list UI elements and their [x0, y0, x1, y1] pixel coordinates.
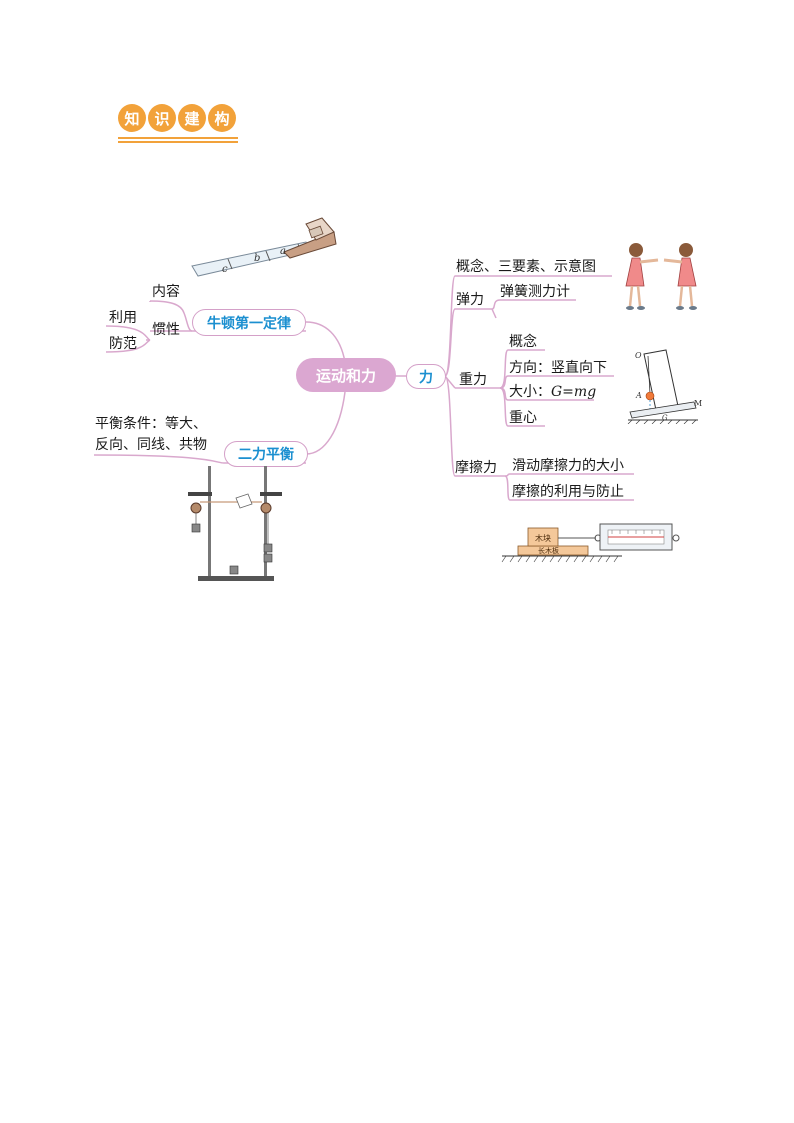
formula-g-mg: G=mg — [551, 384, 597, 400]
pendulum-label-o: O — [635, 351, 642, 360]
label-balance-condition-1: 平衡条件：等大、 — [95, 416, 207, 432]
node-two-force-balance: 二力平衡 — [224, 441, 308, 467]
label-center-of-gravity: 重心 — [509, 410, 537, 426]
gravity-pendulum-figure: O A M G — [627, 349, 702, 424]
header-underline — [118, 141, 238, 143]
section-header: 知 识 建 构 — [116, 104, 238, 146]
label-elastic-force: 弹力 — [456, 292, 484, 308]
label-long-board: 长木板 — [538, 546, 559, 555]
header-char: 识 — [148, 104, 176, 132]
label-concept-elements: 概念、三要素、示意图 — [456, 259, 596, 275]
center-node: 运动和力 — [296, 358, 396, 392]
label-gravity: 重力 — [459, 372, 487, 388]
label-spring-scale: 弹簧测力计 — [500, 284, 570, 300]
header-char: 建 — [178, 104, 206, 132]
node-label: 牛顿第一定律 — [207, 315, 291, 332]
balance-apparatus-figure — [188, 466, 282, 581]
node-newton-first-law: 牛顿第一定律 — [192, 309, 306, 336]
label-friction-magnitude: 滑动摩擦力的大小 — [512, 458, 624, 474]
label-balance-condition-2: 反向、同线、共物 — [95, 437, 207, 453]
label-friction: 摩擦力 — [455, 460, 497, 476]
node-force: 力 — [406, 364, 446, 389]
label-direction: 方向：竖直向下 — [509, 360, 607, 376]
pendulum-label-a: A — [635, 391, 642, 400]
friction-experiment-figure: 木块 长木板 — [501, 523, 680, 563]
label-prevent: 防范 — [109, 336, 137, 352]
ramp-label-c: c — [222, 264, 228, 275]
center-label: 运动和力 — [315, 366, 376, 385]
label-magnitude: 大小：G=mg — [509, 384, 597, 400]
header-char: 知 — [118, 104, 146, 132]
label-gravity-concept: 概念 — [509, 334, 537, 350]
elastic-force-figure — [625, 243, 697, 310]
node-label: 二力平衡 — [238, 447, 294, 463]
header-char: 构 — [208, 104, 236, 132]
ramp-label-b: b — [254, 253, 260, 264]
ramp-label-a: a — [280, 246, 286, 257]
node-label: 力 — [419, 369, 433, 386]
pendulum-label-m: M — [694, 399, 702, 408]
label-content: 内容 — [152, 284, 180, 300]
label-wood-block: 木块 — [535, 533, 551, 543]
ramp-figure: c b a — [191, 217, 337, 277]
label-use: 利用 — [109, 310, 137, 326]
pendulum-label-g: G — [662, 414, 668, 422]
header-underline — [118, 137, 238, 139]
label-friction-use: 摩擦的利用与防止 — [512, 484, 624, 500]
label-inertia: 惯性 — [152, 322, 180, 338]
